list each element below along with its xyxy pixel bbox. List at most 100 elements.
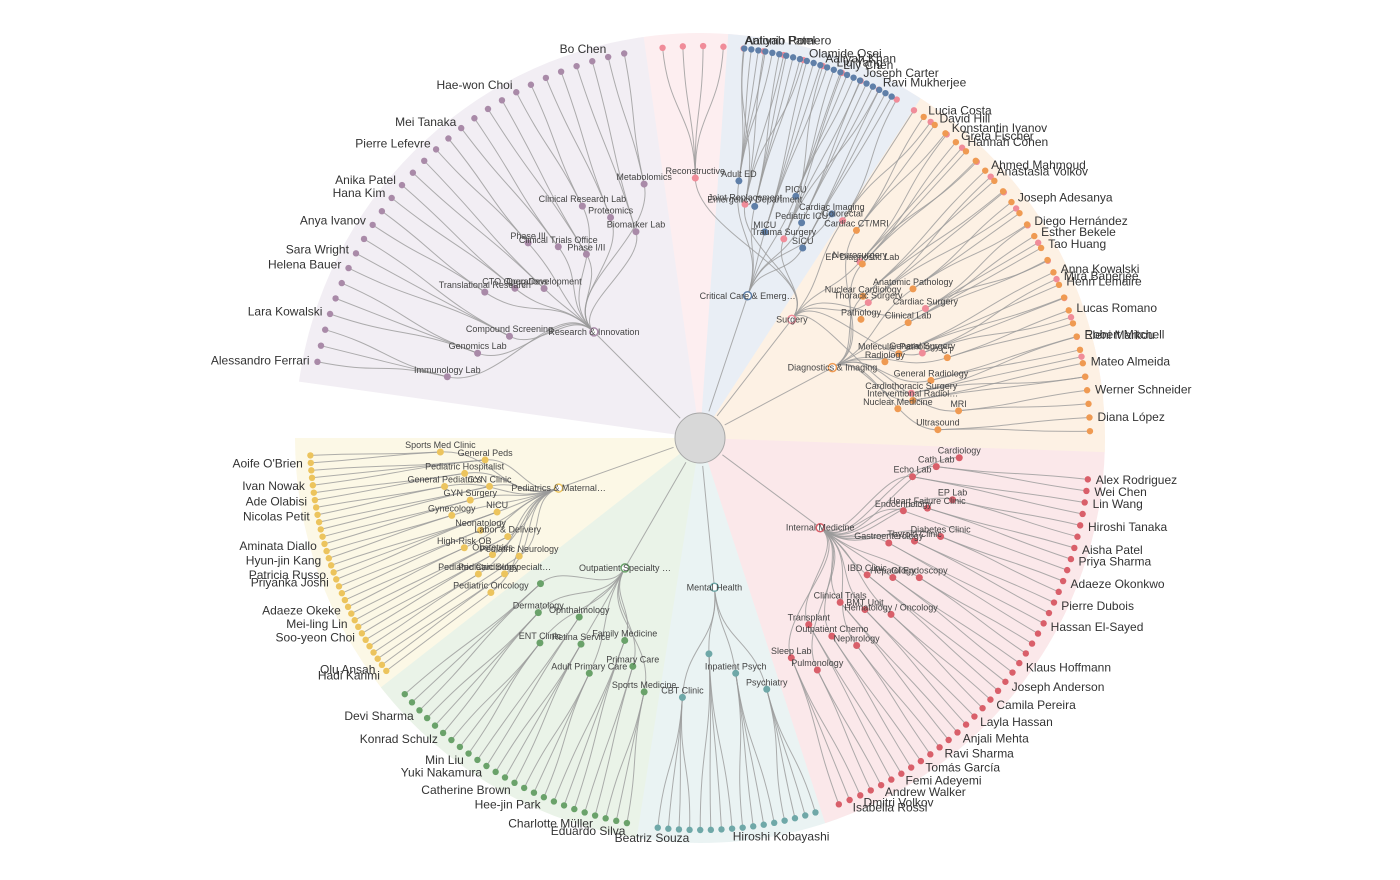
leaf-node[interactable] bbox=[927, 751, 934, 758]
leaf-node[interactable] bbox=[1050, 599, 1058, 606]
leaf-node[interactable] bbox=[591, 812, 599, 819]
leaf-node[interactable] bbox=[863, 80, 870, 87]
leaf-node[interactable] bbox=[308, 467, 315, 474]
leaf-node[interactable] bbox=[1059, 577, 1067, 585]
child-node[interactable] bbox=[578, 202, 586, 210]
leaf-node[interactable] bbox=[439, 729, 447, 737]
leaf-node[interactable] bbox=[540, 794, 548, 801]
leaf-node[interactable] bbox=[309, 482, 317, 489]
leaf-node[interactable] bbox=[707, 826, 715, 834]
leaf-node[interactable] bbox=[987, 696, 994, 703]
leaf-node[interactable] bbox=[308, 474, 316, 482]
leaf-node[interactable] bbox=[1065, 307, 1072, 314]
leaf-node[interactable] bbox=[1040, 620, 1047, 627]
leaf-node[interactable] bbox=[327, 562, 335, 569]
child-node[interactable] bbox=[524, 239, 532, 247]
leaf-node[interactable] bbox=[602, 815, 609, 822]
child-node[interactable] bbox=[485, 482, 493, 490]
leaf-node[interactable] bbox=[542, 74, 550, 82]
leaf-node[interactable] bbox=[1083, 487, 1090, 495]
child-node[interactable] bbox=[937, 532, 945, 540]
leaf-node[interactable] bbox=[530, 789, 538, 796]
leaf-node[interactable] bbox=[898, 770, 905, 777]
branch-node[interactable] bbox=[553, 483, 564, 493]
branch-node[interactable] bbox=[742, 291, 753, 301]
leaf-node[interactable] bbox=[882, 89, 889, 97]
leaf-node[interactable] bbox=[803, 57, 811, 65]
child-node[interactable] bbox=[629, 662, 637, 670]
leaf-node[interactable] bbox=[492, 768, 499, 776]
leaf-node[interactable] bbox=[1045, 609, 1053, 617]
child-node[interactable] bbox=[799, 244, 807, 252]
child-node[interactable] bbox=[909, 473, 917, 481]
child-node[interactable] bbox=[621, 636, 629, 644]
leaf-node[interactable] bbox=[311, 496, 319, 504]
leaf-node[interactable] bbox=[1002, 678, 1009, 685]
leaf-node[interactable] bbox=[810, 59, 817, 67]
child-node[interactable] bbox=[493, 508, 501, 516]
child-node[interactable] bbox=[501, 570, 509, 578]
child-node[interactable] bbox=[852, 226, 860, 234]
child-node[interactable] bbox=[813, 666, 821, 674]
leaf-node[interactable] bbox=[1073, 333, 1080, 340]
leaf-node[interactable] bbox=[345, 264, 352, 272]
child-node[interactable] bbox=[540, 285, 548, 293]
leaf-node[interactable] bbox=[332, 295, 339, 302]
leaf-node[interactable] bbox=[1086, 414, 1093, 421]
leaf-node[interactable] bbox=[416, 707, 423, 714]
leaf-node[interactable] bbox=[388, 194, 395, 202]
child-node[interactable] bbox=[474, 349, 482, 357]
child-node[interactable] bbox=[828, 632, 836, 640]
child-node[interactable] bbox=[907, 389, 915, 397]
leaf-node[interactable] bbox=[1037, 244, 1045, 252]
child-node[interactable] bbox=[863, 571, 871, 579]
child-node[interactable] bbox=[864, 299, 872, 307]
leaf-node[interactable] bbox=[312, 504, 320, 511]
branch-node[interactable] bbox=[589, 327, 599, 337]
leaf-node[interactable] bbox=[1028, 640, 1036, 647]
leaf-node[interactable] bbox=[374, 655, 381, 662]
leaf-node[interactable] bbox=[850, 74, 857, 81]
child-node[interactable] bbox=[515, 552, 523, 560]
leaf-node[interactable] bbox=[358, 630, 366, 637]
child-node[interactable] bbox=[763, 685, 771, 693]
child-node[interactable] bbox=[955, 454, 963, 462]
leaf-node[interactable] bbox=[1044, 256, 1051, 264]
leaf-node[interactable] bbox=[1034, 630, 1042, 637]
leaf-node[interactable] bbox=[1016, 209, 1023, 217]
leaf-node[interactable] bbox=[431, 722, 439, 729]
child-node[interactable] bbox=[828, 210, 836, 218]
leaf-node[interactable] bbox=[1055, 281, 1063, 289]
leaf-node[interactable] bbox=[1008, 198, 1015, 206]
child-node[interactable] bbox=[678, 693, 686, 701]
child-node[interactable] bbox=[466, 496, 474, 504]
child-node[interactable] bbox=[858, 260, 866, 268]
leaf-node[interactable] bbox=[333, 576, 340, 583]
leaf-node[interactable] bbox=[1016, 659, 1023, 667]
leaf-node[interactable] bbox=[994, 687, 1002, 695]
leaf-node[interactable] bbox=[621, 50, 628, 57]
child-node[interactable] bbox=[640, 688, 648, 696]
leaf-node[interactable] bbox=[326, 310, 334, 318]
leaf-node[interactable] bbox=[659, 44, 666, 52]
leaf-node[interactable] bbox=[1078, 353, 1085, 360]
child-node[interactable] bbox=[857, 315, 865, 323]
leaf-node[interactable] bbox=[398, 181, 406, 189]
child-node[interactable] bbox=[732, 669, 740, 677]
leaf-node[interactable] bbox=[520, 784, 528, 792]
leaf-node[interactable] bbox=[952, 138, 960, 146]
leaf-node[interactable] bbox=[846, 796, 853, 804]
child-node[interactable] bbox=[923, 504, 931, 512]
leaf-node[interactable] bbox=[893, 96, 900, 103]
leaf-node[interactable] bbox=[802, 812, 809, 819]
child-node[interactable] bbox=[585, 669, 593, 677]
leaf-node[interactable] bbox=[755, 47, 762, 54]
leaf-node[interactable] bbox=[1076, 522, 1084, 529]
leaf-node[interactable] bbox=[1079, 360, 1087, 367]
branch-node[interactable] bbox=[709, 582, 720, 593]
child-node[interactable] bbox=[899, 507, 907, 515]
child-node[interactable] bbox=[607, 213, 615, 221]
leaf-node[interactable] bbox=[920, 113, 927, 121]
leaf-node[interactable] bbox=[837, 69, 844, 76]
leaf-node[interactable] bbox=[1085, 400, 1092, 408]
